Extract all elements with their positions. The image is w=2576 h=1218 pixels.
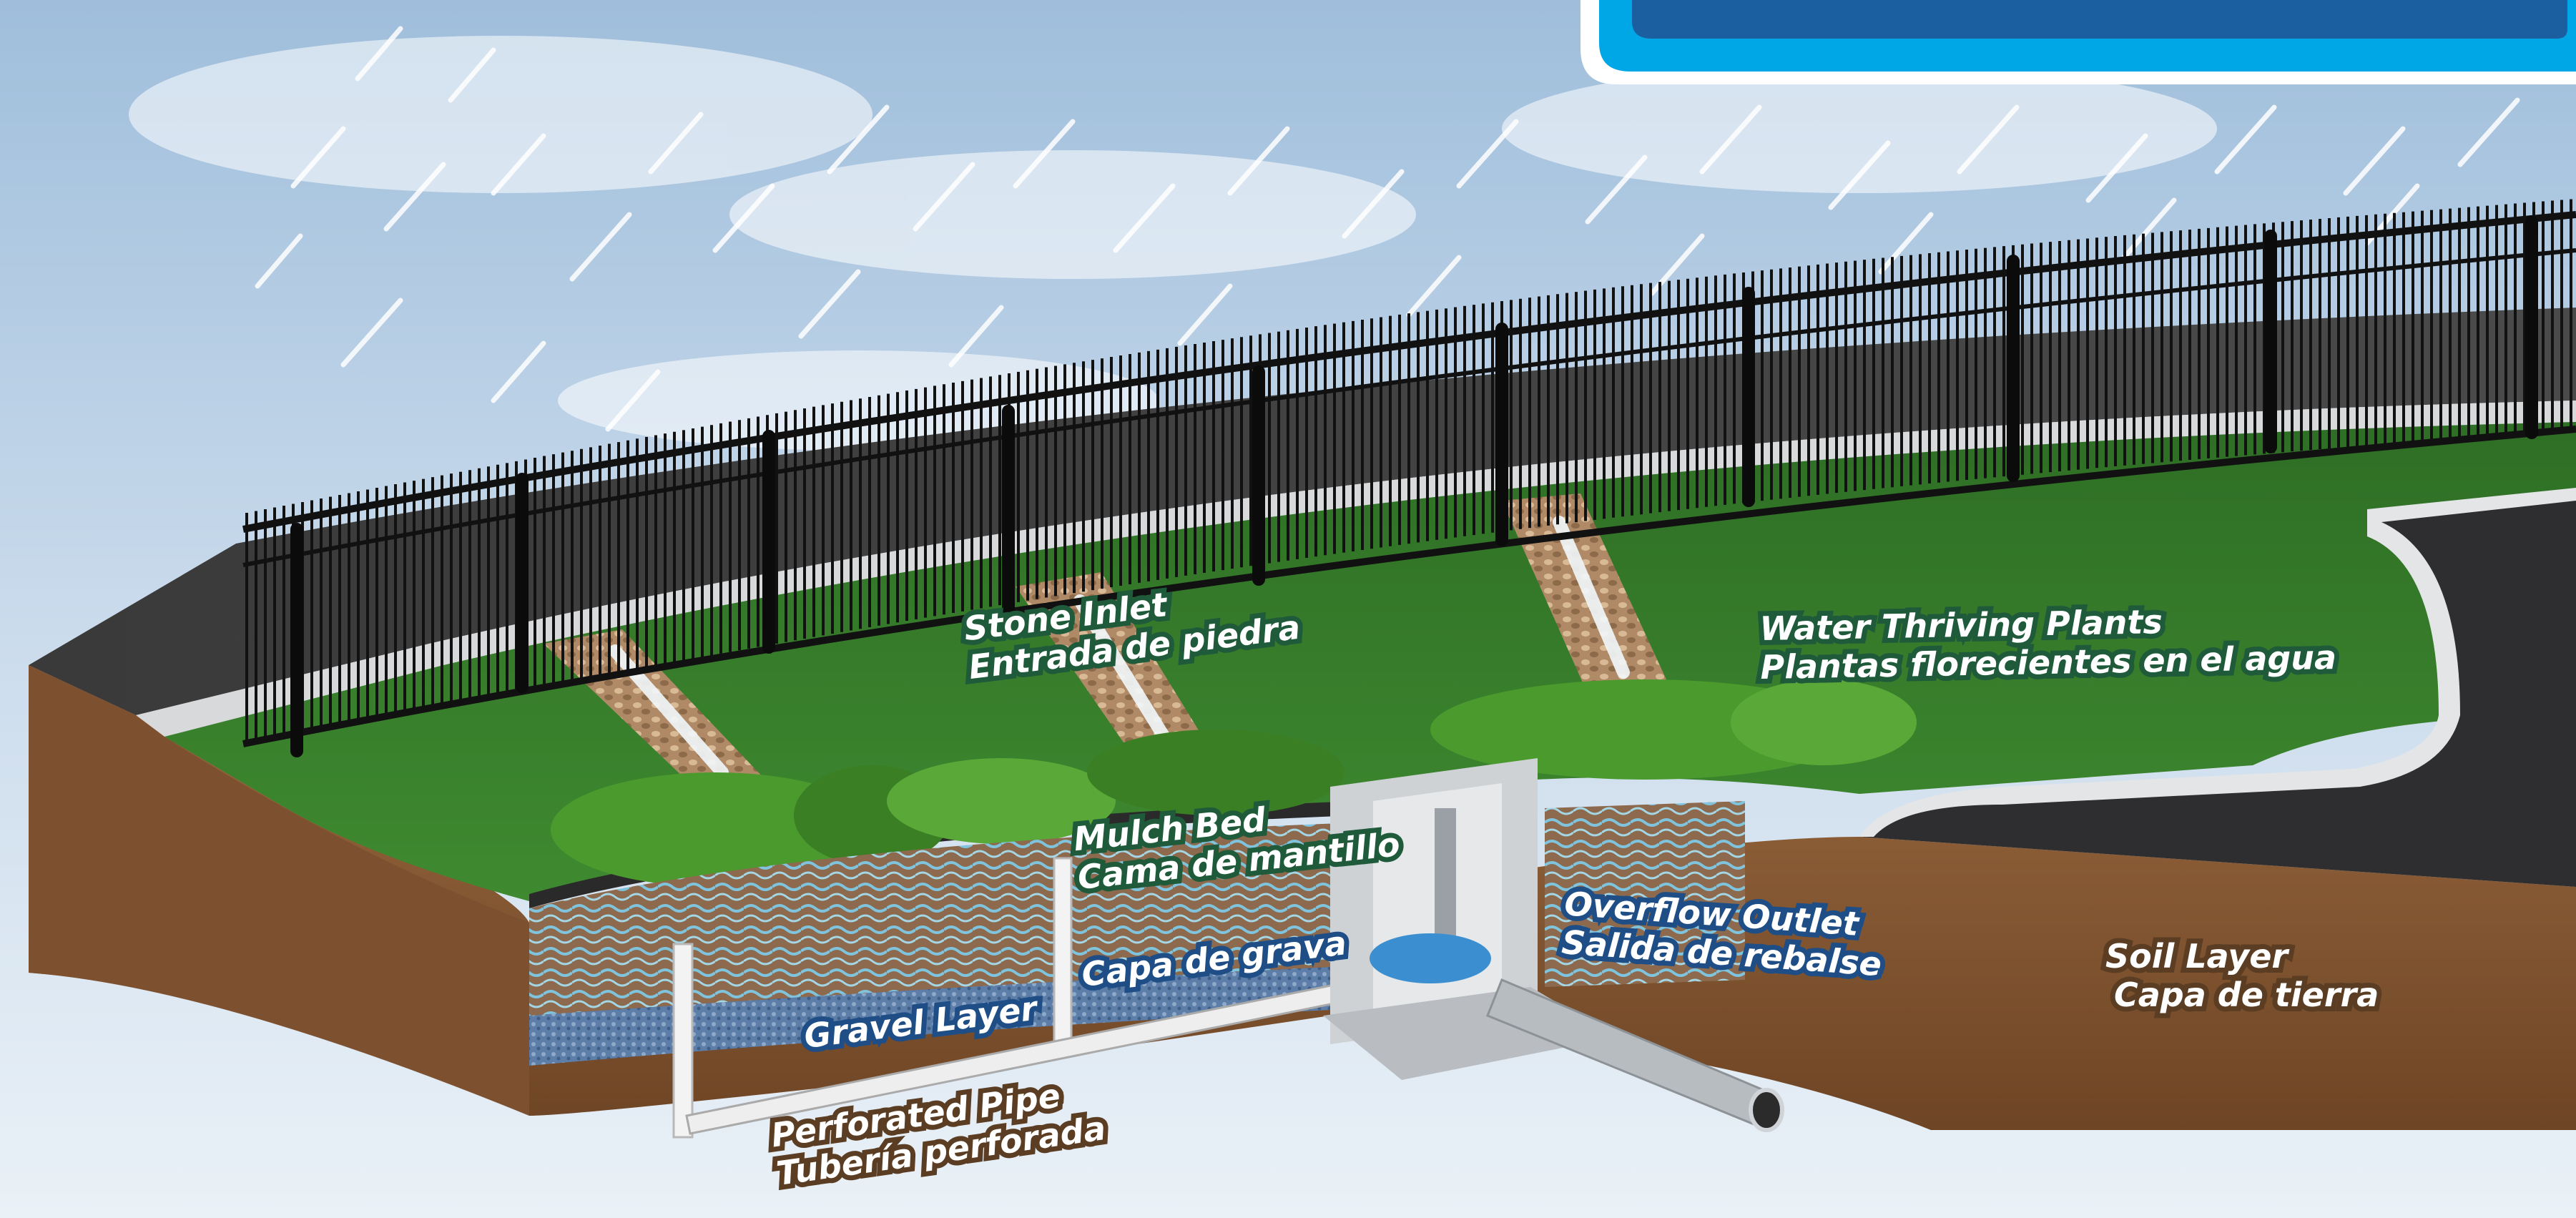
- fence-posts: [290, 215, 2538, 757]
- engineered-media-layer: [529, 822, 1359, 1016]
- clouds: [129, 36, 2217, 451]
- soil-left-face: [29, 665, 529, 1116]
- perforated-pipe-riser-left: [672, 943, 694, 1139]
- perforated-pipe-riser-mid: [1053, 857, 1073, 1053]
- label-water-thriving-plants: Water Thriving Plants Plantas florecient…: [1754, 597, 2341, 692]
- right-curb: [1859, 488, 2576, 837]
- mulch-bed-surface: [529, 801, 1359, 908]
- fence-pickets: [245, 199, 2572, 744]
- outlet-pipe-mouth: [1749, 1088, 1784, 1132]
- outlet-grate: [1435, 808, 1456, 951]
- plants: [551, 679, 1917, 887]
- rain: [255, 26, 2520, 432]
- label-soil-layer: Soil Layer Capa de tierra: [2100, 932, 2384, 1019]
- stone-inlet-2: [1016, 572, 1216, 772]
- label-soil-layer-en: Soil Layer: [2100, 932, 2293, 981]
- right-pavement: [1859, 493, 2576, 887]
- right-media-layer: [1545, 801, 1745, 987]
- gravel-layer: [529, 966, 1359, 1066]
- label-soil-layer-es: Capa de tierra: [2109, 971, 2384, 1019]
- outlet-water: [1370, 933, 1491, 983]
- banner: [1580, 0, 2576, 84]
